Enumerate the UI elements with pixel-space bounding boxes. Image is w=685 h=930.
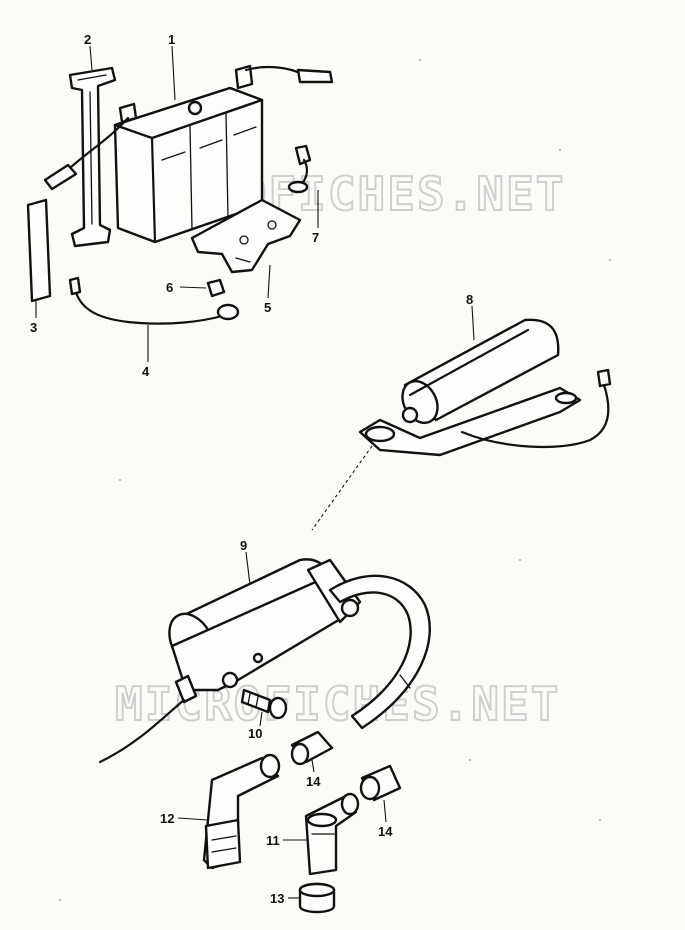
- ground-lead: [287, 144, 312, 194]
- callout-3: 3: [30, 320, 37, 335]
- plug-cap-ring: [298, 882, 336, 914]
- plug-cap-cover-upper: [290, 730, 334, 766]
- ignition-coil: [98, 558, 431, 764]
- leader-lines: [35, 45, 475, 899]
- callout-14-upper: 14: [306, 774, 321, 789]
- battery-bracket: [190, 198, 302, 274]
- plug-cap-cover-lower: [359, 764, 402, 802]
- callout-1: 1: [168, 32, 175, 47]
- rectifier-unit: [358, 318, 612, 457]
- callout-10: 10: [248, 726, 262, 741]
- callout-8: 8: [466, 292, 473, 307]
- coil-bolt: [240, 688, 288, 720]
- battery-lead: [68, 276, 240, 325]
- spark-plug-cap-left: [202, 753, 281, 870]
- callout-9: 9: [240, 538, 247, 553]
- callout-5: 5: [264, 300, 271, 315]
- callout-13: 13: [270, 891, 284, 906]
- spark-plug-cap-right: [304, 792, 360, 876]
- print-noise: [59, 59, 611, 901]
- callout-7: 7: [312, 230, 319, 245]
- callout-12: 12: [160, 811, 174, 826]
- callout-6: 6: [166, 280, 173, 295]
- battery-pad: [26, 198, 52, 303]
- callout-2: 2: [84, 32, 91, 47]
- battery-strap: [68, 66, 117, 248]
- callout-14-lower: 14: [378, 824, 393, 839]
- callout-11: 11: [266, 833, 280, 848]
- bracket-bolt: [206, 278, 226, 298]
- callout-4: 4: [142, 364, 150, 379]
